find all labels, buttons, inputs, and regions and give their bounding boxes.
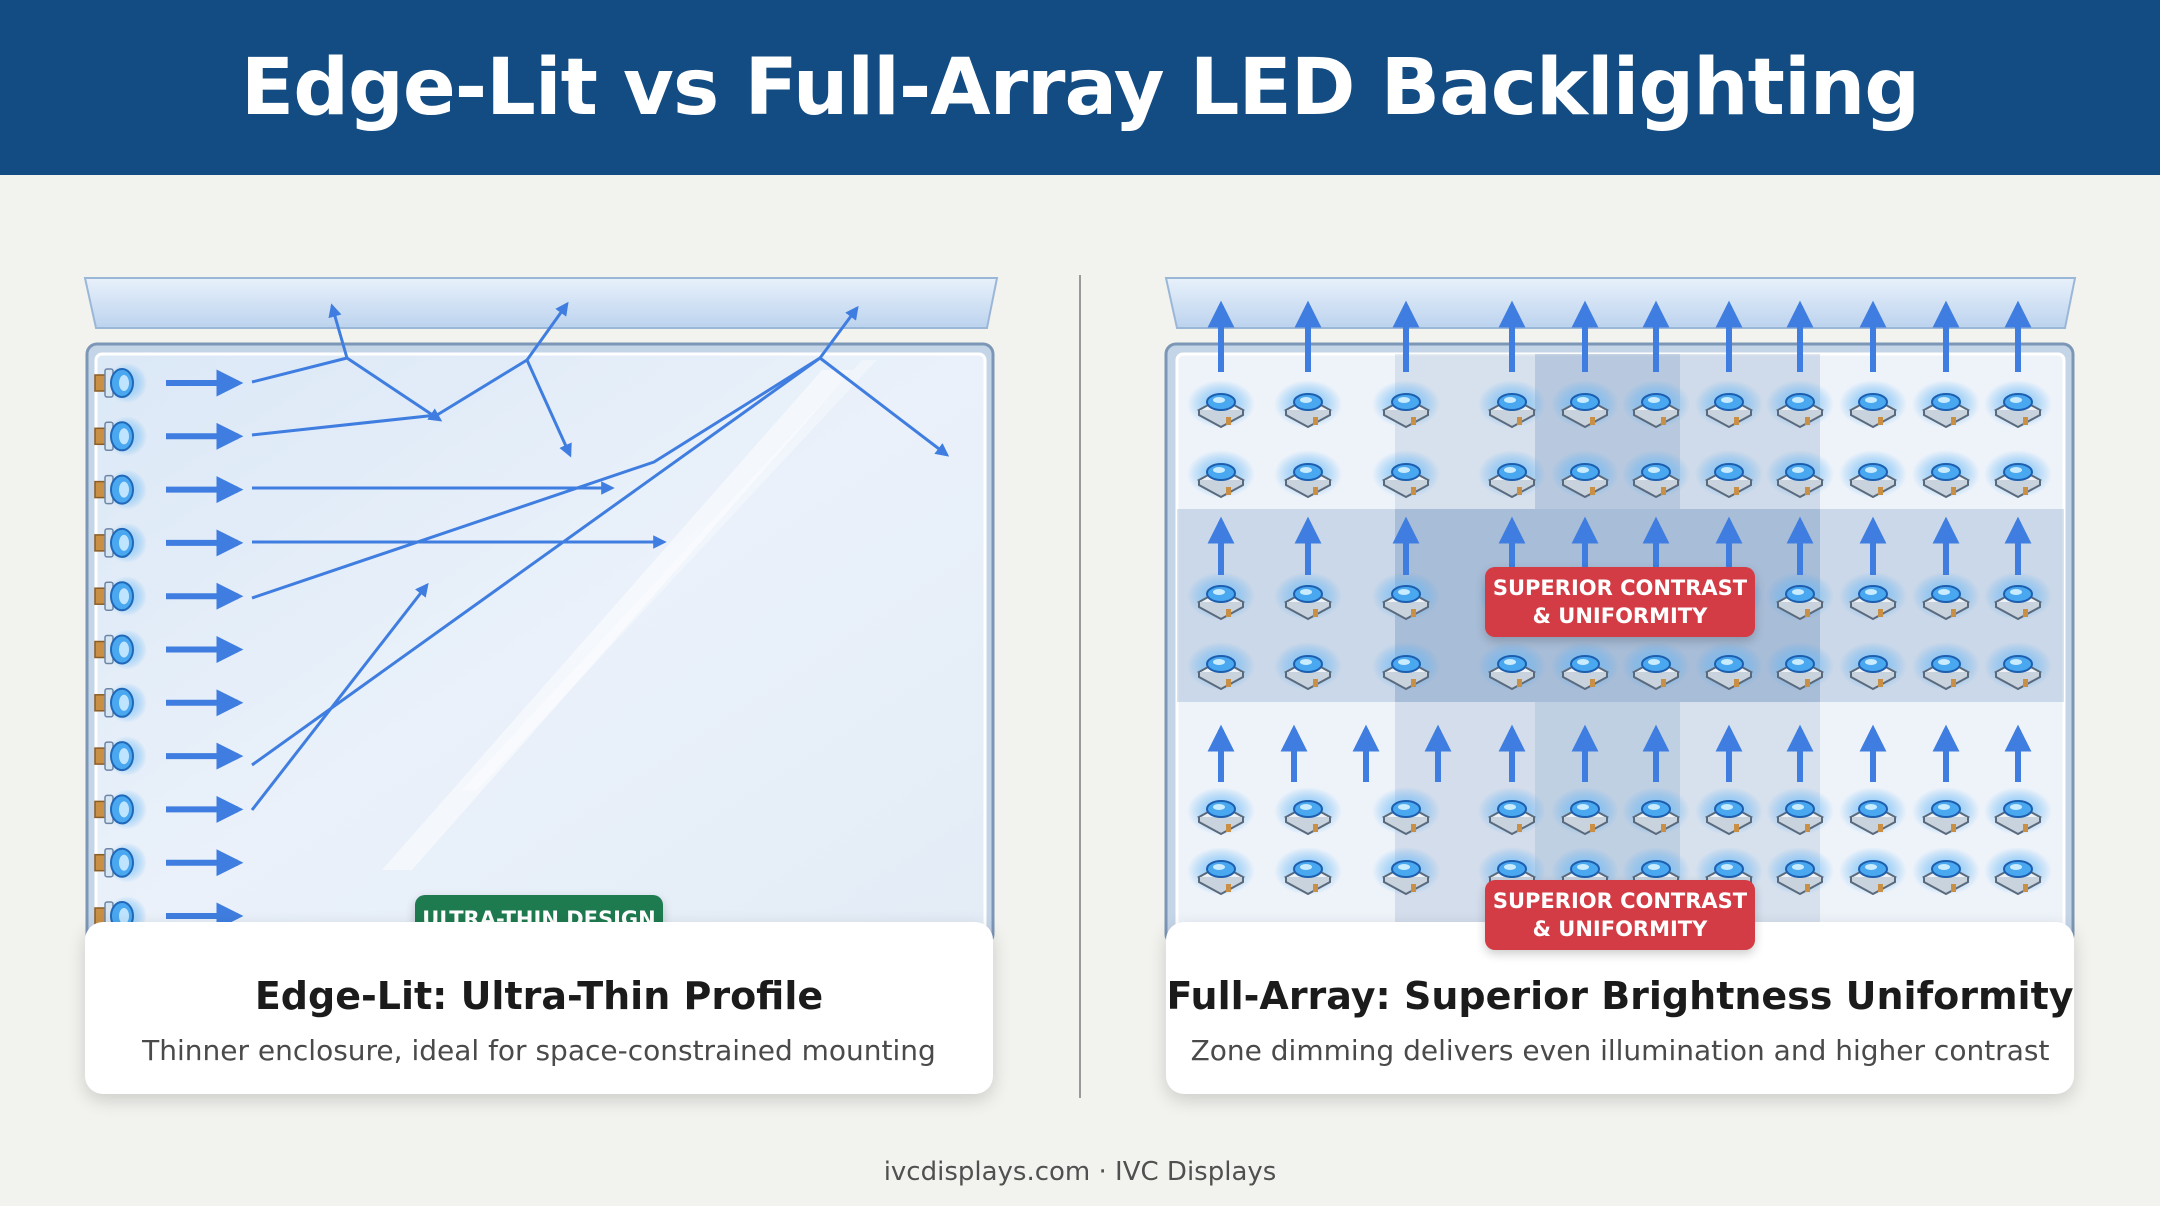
led-unit: [1372, 450, 1440, 499]
led-unit: [1622, 787, 1690, 836]
diffuser-sheet: [83, 277, 999, 329]
edge-lit-caption: Edge-Lit: Ultra-Thin Profile Thinner enc…: [85, 922, 993, 1094]
led-unit: [1622, 380, 1690, 429]
led-unit: [1695, 450, 1763, 499]
contrast-badge-line2: & UNIFORMITY: [1532, 917, 1708, 941]
led-unit: [1695, 787, 1763, 836]
edge-light-rays: [250, 301, 950, 811]
edge-led: [94, 576, 244, 617]
edge-led: [94, 789, 244, 830]
led-unit: [1912, 847, 1980, 896]
led-unit: [1912, 787, 1980, 836]
led-unit: [1551, 787, 1619, 836]
led-unit: [1187, 847, 1255, 896]
contrast-badge-middle: SUPERIOR CONTRAST & UNIFORMITY: [1485, 567, 1755, 637]
led-unit: [1839, 572, 1907, 621]
reflected-light-ray: [525, 301, 569, 361]
led-unit: [1274, 787, 1342, 836]
led-unit: [1187, 450, 1255, 499]
full-array-caption-title: Full-Array: Superior Brightness Uniformi…: [1166, 974, 2074, 1018]
reflected-light-ray: [346, 356, 443, 422]
led-unit: [1551, 642, 1619, 691]
led-unit: [1912, 450, 1980, 499]
edge-led: [94, 682, 244, 723]
diffuser-sheet: [1164, 277, 2077, 329]
header-banner: Edge-Lit vs Full-Array LED Backlighting: [0, 0, 2160, 175]
led-unit: [1839, 642, 1907, 691]
led-unit: [1372, 380, 1440, 429]
center-divider: [1079, 275, 1081, 1098]
led-unit: [1274, 847, 1342, 896]
edge-led: [94, 842, 244, 883]
led-unit: [1984, 380, 2052, 429]
led-unit: [1622, 642, 1690, 691]
led-unit: [1984, 847, 2052, 896]
full-array-caption-subtitle: Zone dimming delivers even illumination …: [1190, 1034, 2050, 1067]
led-unit: [1695, 642, 1763, 691]
led-unit: [1695, 380, 1763, 429]
led-unit: [1187, 642, 1255, 691]
edge-lit-caption-title: Edge-Lit: Ultra-Thin Profile: [254, 974, 824, 1018]
led-unit: [1187, 787, 1255, 836]
edge-led: [94, 629, 244, 670]
led-unit: [1274, 450, 1342, 499]
led-unit: [1274, 642, 1342, 691]
contrast-badge-bottom: SUPERIOR CONTRAST & UNIFORMITY: [1485, 880, 1755, 950]
edge-led: [94, 469, 244, 510]
edge-led: [94, 736, 244, 777]
led-unit: [1478, 450, 1546, 499]
reflected-light-ray: [251, 356, 950, 767]
footer-credit: ivcdisplays.com · IVC Displays: [883, 1157, 1277, 1187]
full-array-caption: Full-Array: Superior Brightness Uniformi…: [1166, 922, 2074, 1094]
page-title: Edge-Lit vs Full-Array LED Backlighting: [240, 42, 1920, 133]
led-unit: [1766, 787, 1834, 836]
led-unit: [1984, 450, 2052, 499]
led-unit: [1839, 450, 1907, 499]
led-unit: [1766, 380, 1834, 429]
led-unit: [1912, 380, 1980, 429]
led-unit: [1766, 642, 1834, 691]
edge-led: [94, 522, 244, 563]
led-unit: [1912, 572, 1980, 621]
reflected-light-ray: [251, 305, 859, 600]
led-unit: [1187, 572, 1255, 621]
led-unit: [1478, 380, 1546, 429]
contrast-badge-line2: & UNIFORMITY: [1532, 604, 1708, 628]
led-unit: [1478, 787, 1546, 836]
led-unit: [1372, 787, 1440, 836]
led-unit: [1274, 380, 1342, 429]
led-unit: [1912, 642, 1980, 691]
led-unit: [1478, 642, 1546, 691]
led-unit: [1984, 642, 2052, 691]
led-unit: [1372, 642, 1440, 691]
vertical-light-rays: [1207, 300, 2032, 782]
edge-led: [94, 363, 244, 403]
contrast-badge-line1: SUPERIOR CONTRAST: [1492, 576, 1748, 600]
led-unit: [1839, 787, 1907, 836]
full-array-diagram: [1164, 277, 2077, 946]
led-unit: [1766, 572, 1834, 621]
led-unit: [1766, 450, 1834, 499]
led-unit: [1372, 847, 1440, 896]
edge-lit-diagram: [83, 277, 999, 946]
reflected-light-ray: [250, 582, 429, 811]
led-unit: [1984, 787, 2052, 836]
led-unit: [1622, 450, 1690, 499]
led-unit: [1551, 450, 1619, 499]
led-unit: [1766, 847, 1834, 896]
led-unit: [1551, 380, 1619, 429]
edge-led: [94, 416, 244, 457]
led-unit: [1839, 380, 1907, 429]
contrast-badge-line1: SUPERIOR CONTRAST: [1492, 889, 1748, 913]
reflected-light-ray: [251, 358, 572, 458]
led-unit: [1274, 572, 1342, 621]
led-unit: [1839, 847, 1907, 896]
full-array-panel: SUPERIOR CONTRAST & UNIFORMITY Full-Arra…: [1163, 270, 2083, 1100]
led-unit: [1372, 572, 1440, 621]
edge-lit-caption-subtitle: Thinner enclosure, ideal for space-const…: [142, 1034, 936, 1067]
edge-lit-panel: ULTRA-THIN DESIGN Edge-Lit: Ultra-Thin P…: [82, 270, 1002, 1100]
led-unit: [1984, 572, 2052, 621]
led-array-grid: [1187, 380, 2052, 896]
led-unit: [1187, 380, 1255, 429]
